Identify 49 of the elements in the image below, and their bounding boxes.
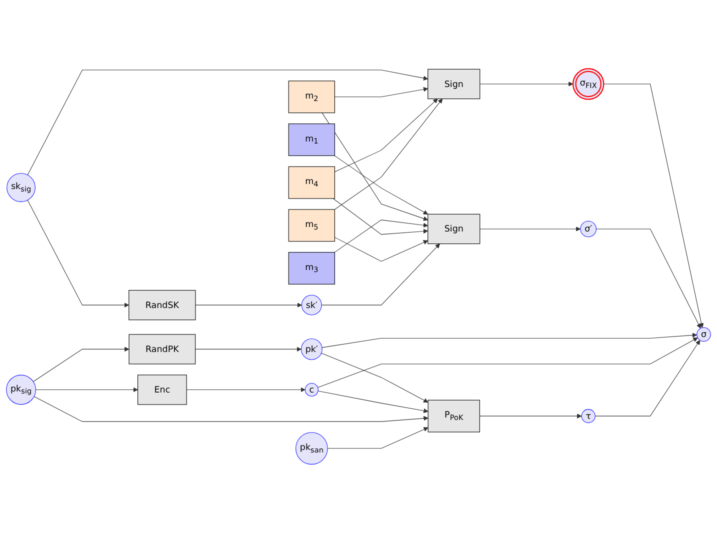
arrow <box>480 82 574 86</box>
arrow <box>332 198 428 235</box>
node-box: Sign <box>428 214 480 244</box>
arrow <box>195 346 302 352</box>
node-box: m$_{1}$ <box>288 124 335 156</box>
node-circle: pk$_{sig}$ <box>6 374 36 405</box>
arrow <box>334 155 428 215</box>
node-box: m$_{5}$ <box>288 209 335 242</box>
arrow <box>479 414 582 418</box>
node-circle: sk$_{sig}$ <box>6 173 36 202</box>
node-circle: pk$_{san}$ <box>296 432 328 465</box>
arrow <box>186 387 306 392</box>
arrow <box>594 340 700 416</box>
node-box: m$_{4}$ <box>288 166 335 199</box>
arrow <box>334 220 428 253</box>
node-circle: τ <box>581 409 596 424</box>
arrow <box>596 228 701 328</box>
node-box: Enc <box>138 374 187 405</box>
node-box: m$_{3}$ <box>288 252 335 284</box>
node-box: m$_{2}$ <box>288 80 335 114</box>
arrow <box>334 87 428 98</box>
node-circle: σ <box>696 327 711 342</box>
node-circle: sk′ <box>301 294 322 316</box>
arrow <box>195 302 302 308</box>
node-box: RandPK <box>128 334 196 364</box>
arrow <box>318 390 428 414</box>
arrow <box>334 98 438 172</box>
node-circle: σ′ <box>580 220 597 238</box>
arrow <box>27 70 428 176</box>
node-box: P$_{PoK}$ <box>428 400 480 432</box>
arrow <box>322 332 698 348</box>
node-circle: σ$_{FIX}$ <box>572 68 604 100</box>
arrow <box>603 84 704 328</box>
arrow <box>321 352 428 403</box>
arrow <box>334 237 428 262</box>
node-circle: c <box>304 382 318 397</box>
arrow <box>27 200 130 308</box>
arrow <box>318 338 698 388</box>
arrow <box>35 387 138 392</box>
arrow <box>480 226 581 232</box>
node-circle: pk′ <box>300 338 322 360</box>
node-box: Sign <box>428 68 480 100</box>
arrow <box>322 112 428 221</box>
arrow <box>33 346 130 382</box>
arrow <box>34 396 428 422</box>
arrow <box>334 98 443 210</box>
arrow <box>321 244 440 306</box>
node-box: RandSK <box>128 290 196 320</box>
arrow <box>327 427 428 449</box>
